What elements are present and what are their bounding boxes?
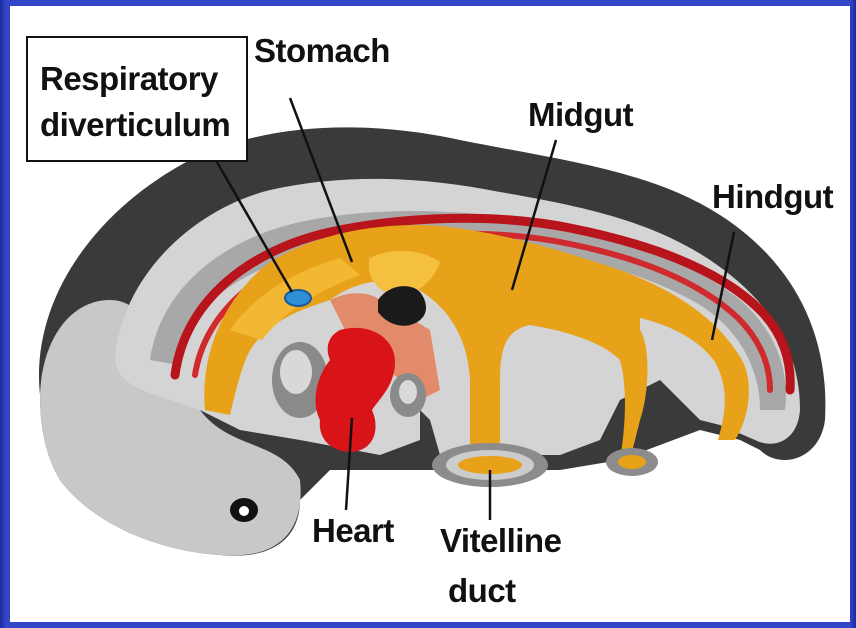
midgut-label: Midgut xyxy=(528,96,633,134)
pericardial-cavity-left-inner xyxy=(280,350,312,394)
allantois-opening-inner xyxy=(618,455,646,469)
pericardial-cavity-right-inner xyxy=(399,380,417,404)
hindgut-label: Hindgut xyxy=(712,178,833,216)
heart-label: Heart xyxy=(312,512,394,550)
vitelline-label-line1: Vitelline xyxy=(440,522,561,560)
respiratory-bud xyxy=(285,290,311,306)
respiratory-label-line2: diverticulum xyxy=(28,106,246,144)
stomach-label: Stomach xyxy=(254,32,390,70)
respiratory-label-box: Respiratory diverticulum xyxy=(26,36,248,162)
respiratory-label-line1: Respiratory xyxy=(28,60,246,98)
vitelline-label-line2: duct xyxy=(448,572,516,610)
eye-spot-inner xyxy=(239,506,249,516)
